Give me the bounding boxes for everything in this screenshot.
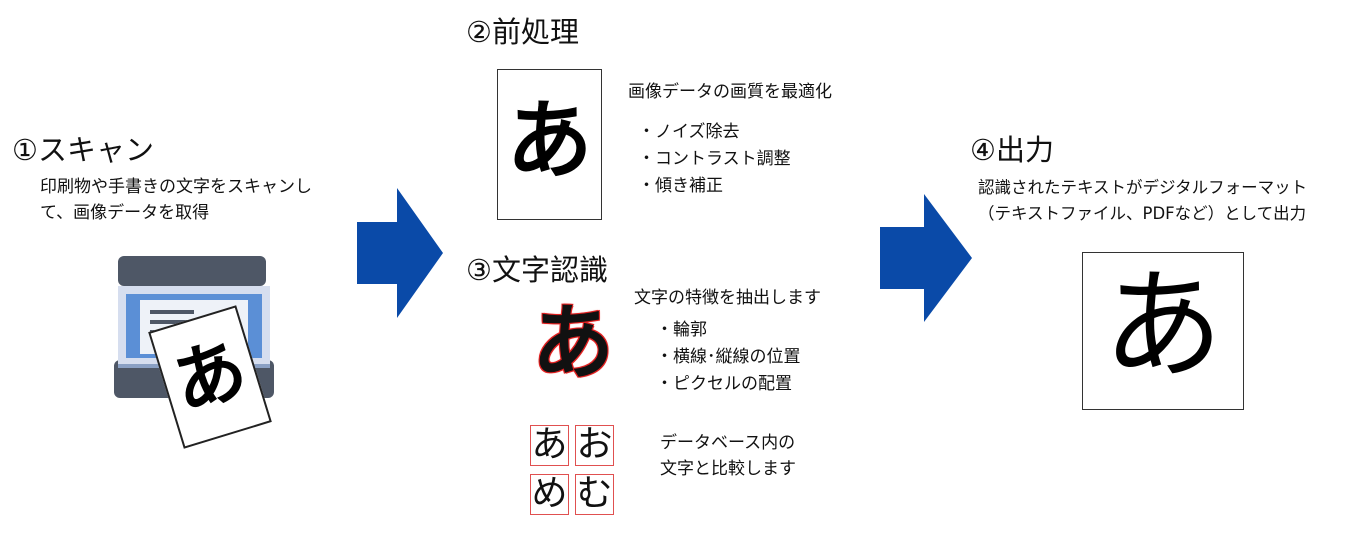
scanner-lid [118, 256, 266, 286]
step1-description-line: て、画像データを取得 [40, 203, 210, 223]
step3-bullet-list: 輪郭 横線･縦線の位置 ピクセルの配置 [656, 317, 801, 398]
bullet-item: 横線･縦線の位置 [656, 344, 801, 371]
compare-description-line: 文字と比較します [660, 459, 796, 479]
step4-description-line: （テキストファイル、PDFなど）として出力 [978, 204, 1307, 223]
bullet-item: 傾き補正 [638, 173, 791, 200]
outlined-character: あ [531, 296, 614, 391]
compare-description-line: データベース内の [660, 433, 796, 453]
step2-title: ②前処理 [466, 15, 579, 49]
step3-title: ③文字認識 [466, 253, 608, 287]
candidate-character: あ [530, 424, 569, 466]
feature-extraction-image: あ [530, 296, 616, 392]
candidate-character: め [530, 473, 569, 515]
bullet-item: ピクセルの配置 [656, 371, 801, 398]
step1-description-line: 印刷物や手書きの文字をスキャンし [40, 177, 312, 197]
arrow-right-icon [357, 188, 443, 318]
candidate-character: お [575, 424, 614, 466]
step1-title: ①スキャン [12, 133, 154, 167]
step4-description: 認識されたテキストがデジタルフォーマット （テキストファイル、PDFなど）として… [978, 175, 1307, 227]
preprocessed-character: あ [506, 91, 593, 191]
bullet-item: 輪郭 [656, 317, 801, 344]
scanner-illustration: あ [104, 250, 284, 465]
output-document: あ [1082, 252, 1244, 410]
step1-description: 印刷物や手書きの文字をスキャンし て、画像データを取得 [40, 174, 312, 226]
paper-line [150, 310, 194, 314]
bullet-item: コントラスト調整 [638, 146, 791, 173]
preprocess-image: あ [497, 69, 602, 220]
step2-bullet-list: ノイズ除去 コントラスト調整 傾き補正 [638, 119, 791, 200]
candidate-grid: あ お め む [530, 425, 616, 517]
step4-title: ④出力 [970, 133, 1054, 167]
bullet-item: ノイズ除去 [638, 119, 791, 146]
step4-description-line: 認識されたテキストがデジタルフォーマット [978, 178, 1308, 197]
output-character: あ [1103, 257, 1223, 396]
arrow-right-icon [880, 194, 972, 322]
step3-description: 文字の特徴を抽出します [634, 288, 821, 308]
candidate-character: む [575, 473, 614, 515]
step2-description: 画像データの画質を最適化 [628, 82, 832, 102]
compare-description: データベース内の 文字と比較します [660, 430, 796, 482]
